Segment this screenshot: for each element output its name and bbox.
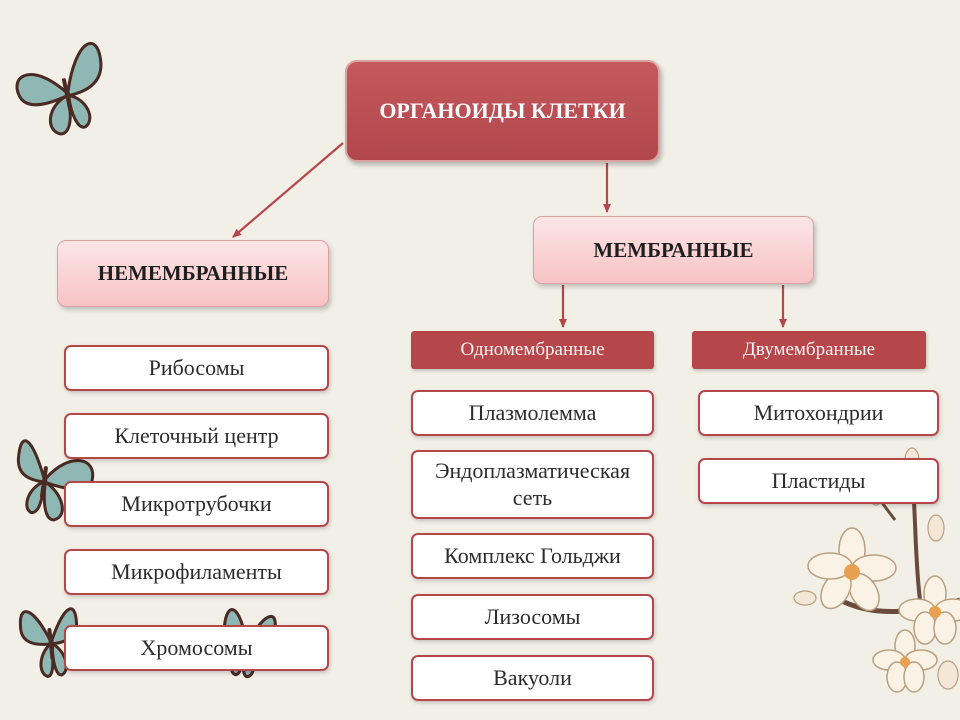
organelle-label: Микротрубочки (121, 490, 272, 516)
organelle-item: Микрофиламенты (64, 549, 329, 595)
connector-root-to-non-membrane (232, 142, 344, 238)
root-node: ОРГАНОИДЫ КЛЕТКИ (345, 60, 660, 162)
organelle-item: Вакуоли (411, 655, 654, 701)
organelle-label: Микрофиламенты (111, 558, 282, 584)
category-membrane: МЕМБРАННЫЕ (533, 216, 814, 284)
organelle-label: Вакуоли (493, 664, 572, 690)
organelle-item: Пластиды (698, 458, 939, 504)
subcategory-double-membrane-label: Двумембранные (742, 339, 876, 360)
organelle-label: Плазмолемма (468, 399, 597, 425)
organelle-item: Рибосомы (64, 345, 329, 391)
organelle-item: Микротрубочки (64, 481, 329, 527)
category-non-membrane: НЕМЕМБРАННЫЕ (57, 240, 329, 307)
organelle-item: Плазмолемма (411, 390, 654, 436)
organelle-item: Клеточный центр (64, 413, 329, 459)
organelle-item: Комплекс Гольджи (411, 533, 654, 579)
organelle-item: Митохондрии (698, 390, 939, 436)
subcategory-single-membrane: Одномембранные (411, 331, 654, 369)
organelle-label: Рибосомы (148, 354, 245, 380)
category-non-membrane-label: НЕМЕМБРАННЫЕ (97, 261, 289, 285)
category-membrane-label: МЕМБРАННЫЕ (593, 237, 754, 262)
organelle-label: Комплекс Гольджи (444, 542, 621, 568)
organelle-label: Хромосомы (140, 634, 253, 660)
organelle-item: Лизосомы (411, 594, 654, 640)
organelle-label: Эндоплазматическая сеть (434, 458, 631, 510)
root-label: ОРГАНОИДЫ КЛЕТКИ (379, 98, 626, 123)
subcategory-single-membrane-label: Одномембранные (460, 339, 605, 360)
organelle-item: Хромосомы (64, 625, 329, 671)
subcategory-double-membrane: Двумембранные (692, 331, 926, 369)
organelle-label: Клеточный центр (114, 422, 279, 448)
organelle-label: Митохондрии (753, 399, 884, 425)
organelle-label: Пластиды (771, 467, 866, 493)
organelle-item: Эндоплазматическая сеть (411, 450, 654, 519)
organelle-label: Лизосомы (484, 603, 581, 629)
